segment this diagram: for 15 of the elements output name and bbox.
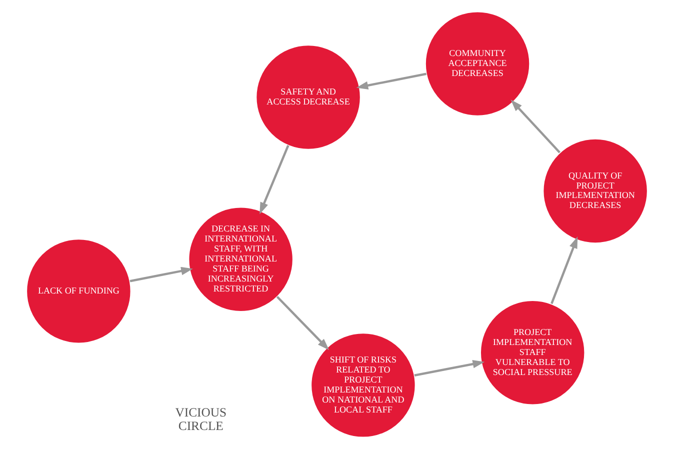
arrow: [259, 144, 289, 214]
arrow: [276, 296, 329, 350]
node-circle: DECREASE IN INTERNATIONAL STAFF, WITH INTERNATIONAL STAFF BEING INCREASINGLY RESTRICTED: [188, 206, 293, 312]
node-circle: SHIFT OF RISKS RELATED TO PROJECT IMPLEMENTATION ON NATIONAL AND LOCAL STAFF: [310, 332, 416, 438]
arrow: [129, 266, 192, 282]
node-circle: COMMUNITY ACCEPTANCE DECREASES: [424, 11, 530, 116]
node-circle: SAFETY AND ACCESS DECREASE: [255, 44, 360, 150]
arrow: [510, 100, 560, 154]
node-circle: LACK OF FUNDING: [26, 238, 131, 344]
arrow: [414, 360, 484, 376]
arrow: [550, 236, 578, 304]
node-circle: QUALITY OF PROJECT IMPLEMENTATION DECREASES: [542, 138, 648, 244]
node-circle: PROJECT IMPLEMENTATION STAFF VULNERABLE TO SOCIAL PRESSURE: [480, 300, 585, 406]
arrow: [356, 72, 426, 90]
label: VICIOUS CIRCLE: [174, 406, 226, 434]
